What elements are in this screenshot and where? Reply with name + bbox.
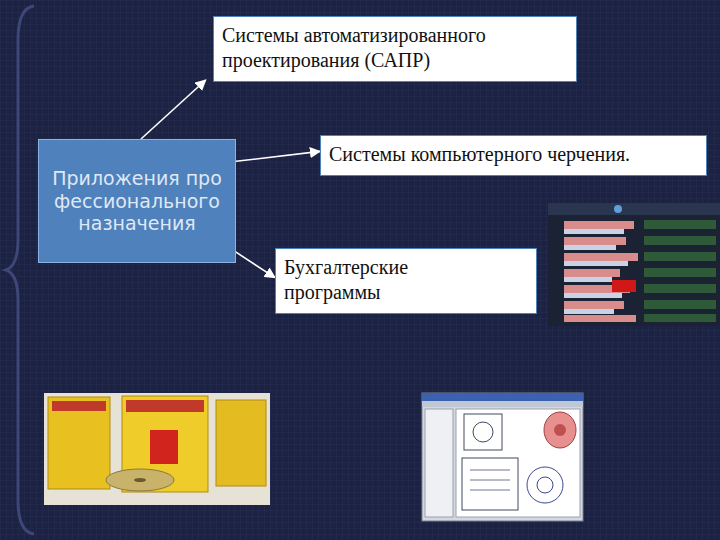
screen-frame <box>548 203 720 326</box>
bar <box>564 269 620 277</box>
box-stripe <box>52 401 106 411</box>
cd-disc <box>106 469 174 491</box>
bar-group <box>564 221 638 322</box>
software-boxes-photo <box>44 393 270 505</box>
software-box <box>48 397 110 489</box>
bar <box>564 277 612 282</box>
software-box <box>216 400 266 486</box>
toolbar <box>422 401 583 407</box>
screen-header <box>548 203 720 215</box>
bar <box>564 261 628 266</box>
photo-ground <box>44 393 270 505</box>
box-stripe <box>126 400 204 412</box>
node-text: Системы компьютерного черчения. <box>329 142 698 167</box>
title-bar <box>422 393 583 401</box>
bar <box>564 221 634 229</box>
topic-box: Системы автоматизированного проектирован… <box>213 16 577 82</box>
row <box>644 268 716 277</box>
bar <box>564 315 636 322</box>
bar <box>564 301 624 309</box>
drawing-part <box>527 467 563 503</box>
hatch-lines <box>470 470 510 490</box>
bar <box>564 229 624 234</box>
topic-box: Системы компьютерного черчения. <box>320 135 707 176</box>
bar <box>564 293 622 298</box>
drawing-part <box>473 422 493 442</box>
row <box>644 284 716 293</box>
row <box>644 314 716 322</box>
connector-arrow <box>236 151 320 161</box>
connector-arrow <box>141 80 206 139</box>
node-text: Приложения профессионального назначения <box>45 167 229 235</box>
row <box>644 300 716 309</box>
topic-box: Бухгалтерские программы <box>275 248 537 314</box>
logo-figure <box>150 430 178 464</box>
chart-screenshot <box>548 203 720 326</box>
drawing-area <box>456 409 580 517</box>
tree-panel <box>425 409 453 517</box>
drawing-part <box>537 477 553 493</box>
row <box>644 220 716 229</box>
row <box>644 236 716 245</box>
bar <box>564 309 614 314</box>
cad-screenshot <box>422 393 583 521</box>
category-box: Приложения профессионального назначения <box>38 139 236 263</box>
bar-group <box>564 229 628 314</box>
3d-part <box>554 424 566 436</box>
cd-hole <box>134 478 146 482</box>
3d-part <box>544 412 576 448</box>
table-rows <box>644 220 716 322</box>
brace-decoration <box>6 6 34 534</box>
bar <box>564 237 626 245</box>
drawing-part <box>462 458 518 510</box>
window-frame <box>422 393 583 521</box>
bar <box>564 253 638 261</box>
highlight-bar <box>612 280 636 292</box>
node-text: Бухгалтерские программы <box>284 255 454 305</box>
drawing-part <box>464 414 502 450</box>
bar <box>564 245 616 250</box>
node-text: Системы автоматизированного проектирован… <box>222 23 522 73</box>
logo-dot <box>614 205 622 213</box>
row <box>644 252 716 261</box>
